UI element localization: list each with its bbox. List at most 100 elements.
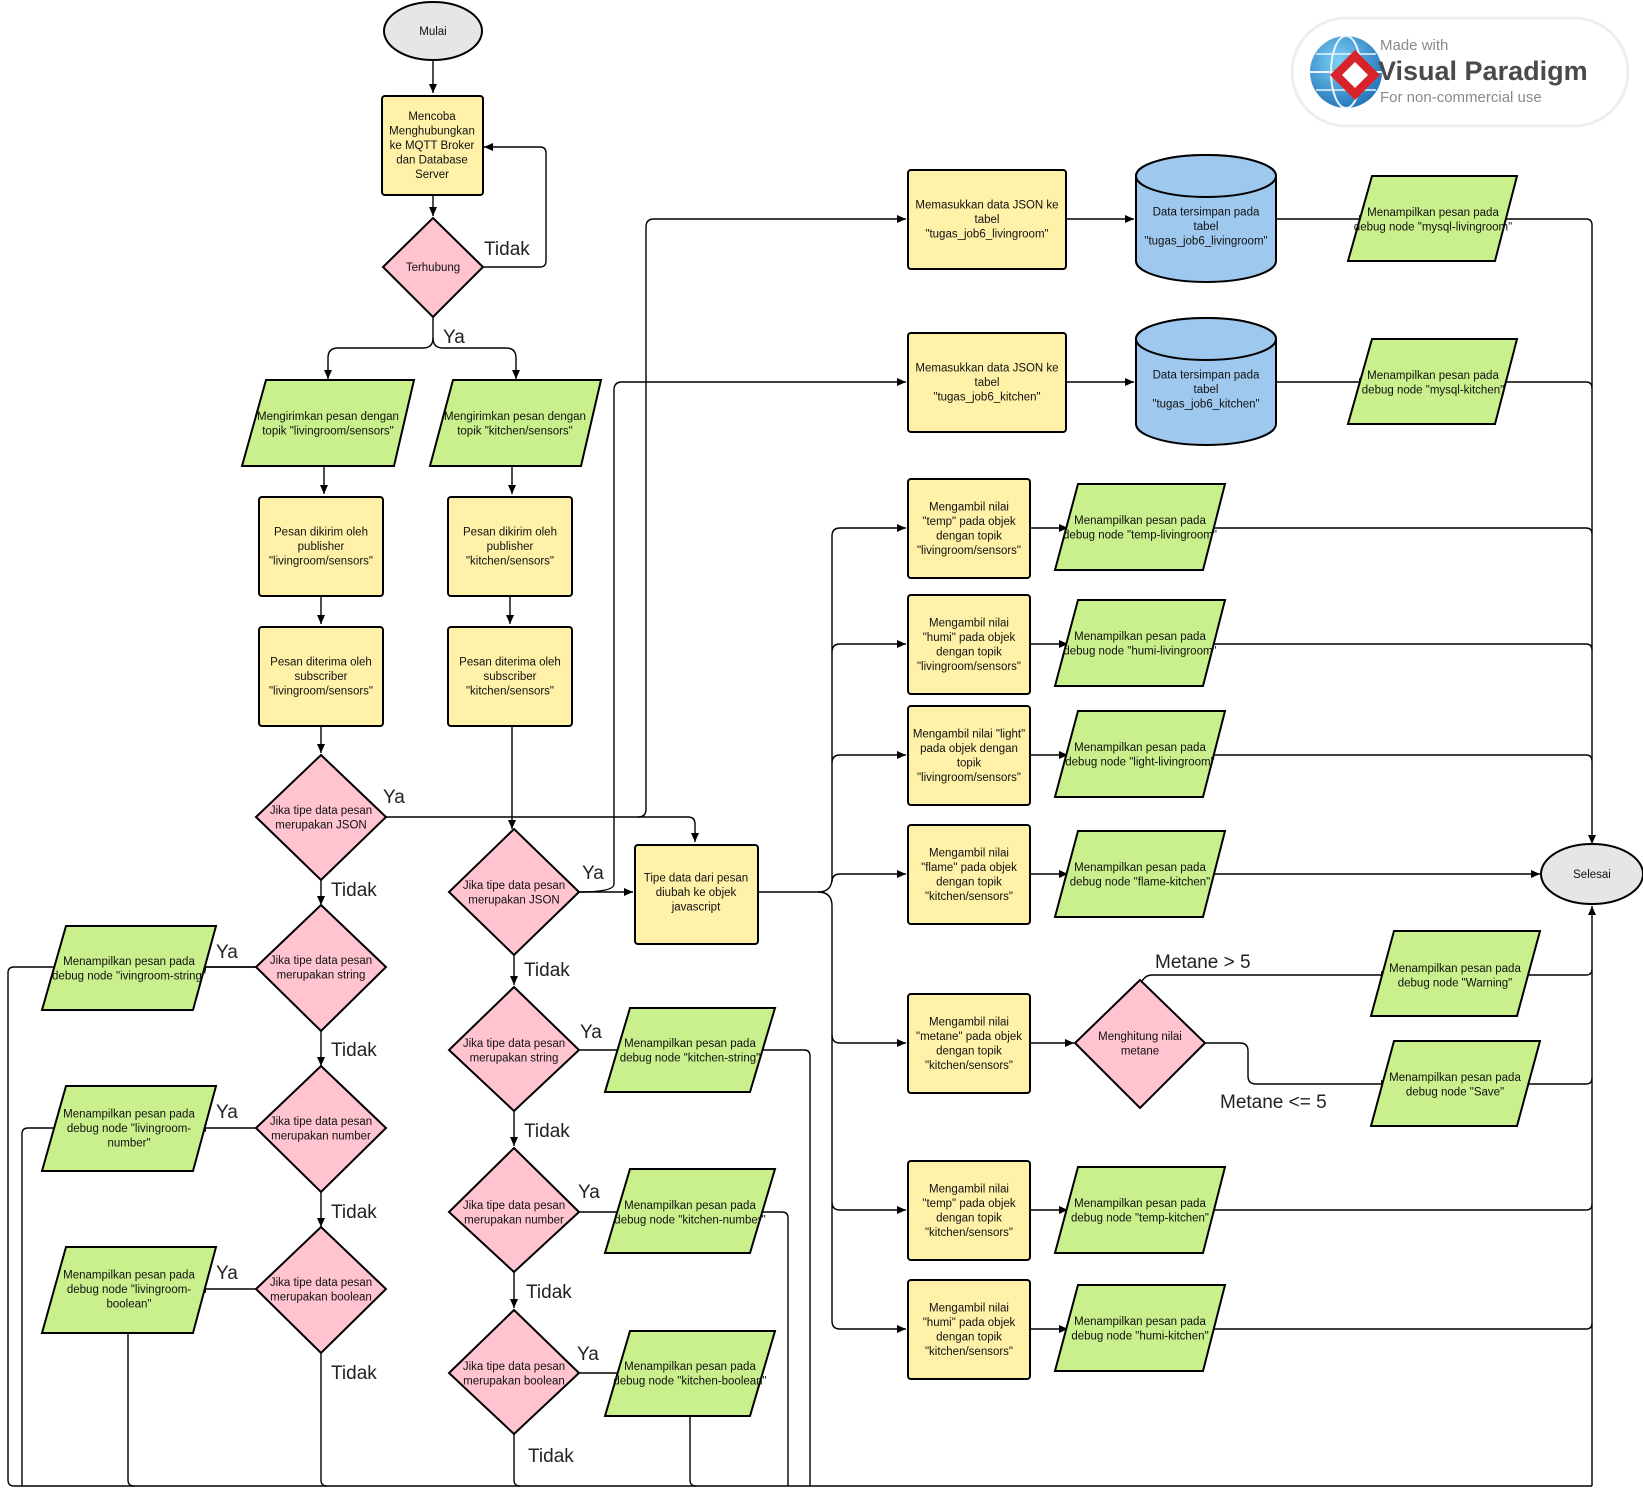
node-text-get-flame-k: dengan topik (936, 876, 1002, 888)
label-ya-k-string: Ya (580, 1022, 602, 1043)
node-text-get-humi-lr: "humi" pada objek (923, 632, 1016, 644)
out-light-livingroom-io (1053, 710, 1227, 798)
node-text-out-mysql-lr: debug node "mysql-livingroom" (1354, 221, 1512, 233)
node-text-out-k-boolean: debug node "kitchen-boolean" (613, 1375, 766, 1387)
edge-json-k-insert (578, 378, 906, 893)
node-text-lr-boolean: merupakan boolean (270, 1291, 372, 1303)
node-text-db-k: Data tersimpan pada (1153, 370, 1260, 382)
livingroom-string-decision (254, 903, 388, 1033)
watermark-line3: For non-commercial use (1380, 89, 1542, 106)
out-livingroom-number-io (40, 1085, 218, 1172)
node-text-connect: ke MQTT Broker (390, 140, 475, 152)
edge-convert-humi-lr (831, 640, 906, 653)
node-text-pub-lr: Pesan dikirim oleh (274, 527, 368, 539)
node-text-sub-k: "kitchen/sensors" (466, 686, 554, 698)
edge-return-k-number (740, 1211, 789, 1486)
watermark-line2: Visual Paradigm (1378, 56, 1588, 86)
node-text-out-k-number: Menampilkan pesan pada (624, 1200, 756, 1212)
node-text-insert-k: Memasukkan data JSON ke (915, 363, 1058, 375)
node-text-out-k-number: debug node "kitchen-number" (614, 1214, 765, 1226)
node-text-connect: Menghubungkan (389, 126, 475, 138)
get-flame-kitchen-process (907, 824, 1031, 925)
node-text-lr-number: Jika tipe data pesan (270, 1116, 372, 1128)
watermark-line1: Made with (1380, 37, 1448, 54)
node-text-calc-metane: Menghitung nilai (1098, 1031, 1182, 1043)
nodes (40, 1, 1643, 1436)
node-text-out-warning: debug node "Warning" (1398, 977, 1513, 989)
publisher-kitchen-process (447, 496, 573, 597)
node-text-sub-lr: "livingroom/sensors" (269, 686, 373, 698)
node-text-get-light-lr: "livingroom/sensors" (917, 772, 1021, 784)
node-text-connect: Mencoba (408, 111, 456, 123)
out-temp-kitchen-io (1053, 1166, 1227, 1254)
node-text-k-string: Jika tipe data pesan (463, 1038, 565, 1050)
label-tidak-lr-number: Tidak (331, 1202, 377, 1223)
node-text-out-temp-lr: debug node "temp-livingroom" (1063, 529, 1217, 541)
node-text-k-json: Jika tipe data pesan (463, 880, 565, 892)
out-warning-io (1369, 930, 1542, 1017)
subscriber-livingroom-process (258, 626, 384, 727)
node-text-out-k-string: debug node "kitchen-string" (620, 1052, 761, 1064)
node-text-out-light-lr: Menampilkan pesan pada (1074, 742, 1206, 754)
out-humi-livingroom-io (1053, 599, 1227, 687)
edges (7, 60, 1596, 1487)
node-text-out-lr-boolean: boolean" (106, 1299, 151, 1311)
node-text-pub-lr: "livingroom/sensors" (269, 556, 373, 568)
node-text-lr-json: merupakan JSON (275, 819, 366, 831)
edge-ya-livingroom (324, 317, 434, 379)
send-livingroom-io (240, 379, 416, 467)
node-text-out-lr-number: debug node "livingroom- (67, 1123, 191, 1135)
edge-convert-light-lr (831, 751, 906, 764)
db-livingroom-cylinder (1134, 154, 1278, 283)
node-text-get-temp-k: dengan topik (936, 1212, 1002, 1224)
label-metane-le: Metane <= 5 (1220, 1092, 1327, 1113)
node-text-pub-lr: publisher (298, 541, 345, 553)
edge-collect-temp-lr (1180, 527, 1593, 535)
node-text-connect: Server (415, 169, 449, 181)
node-text-k-number: merupakan number (464, 1214, 564, 1226)
node-text-get-metane-k: Mengambil nilai (929, 1016, 1009, 1028)
livingroom-json-decision (254, 753, 388, 882)
label-ya-lr-number: Ya (216, 1102, 238, 1123)
label-ya-connect: Ya (443, 327, 465, 348)
node-text-get-metane-k: "kitchen/sensors" (925, 1060, 1013, 1072)
node-text-k-string: merupakan string (470, 1052, 559, 1064)
node-text-sub-lr: subscriber (294, 671, 347, 683)
node-text-send-lr: Mengirimkan pesan dengan (257, 411, 399, 423)
edge-collect-temp-k (1180, 1203, 1593, 1211)
node-text-get-humi-k: "humi" pada objek (923, 1317, 1016, 1329)
node-text-convert: javascript (671, 902, 721, 914)
insert-livingroom-process (907, 169, 1067, 270)
edge-convert-temp-k (831, 1035, 906, 1214)
node-text-insert-k: "tugas_job6_kitchen" (933, 392, 1040, 404)
insert-kitchen-process (907, 332, 1067, 433)
label-tidak-k-number: Tidak (526, 1282, 572, 1303)
node-text-get-light-lr: pada objek dengan (920, 743, 1018, 755)
node-text-get-temp-lr: Mengambil nilai (929, 501, 1009, 513)
node-text-get-flame-k: "flame" pada objek (921, 862, 1017, 874)
node-text-out-lr-string: Menampilkan pesan pada (63, 956, 195, 968)
start-terminal (383, 1, 483, 61)
node-text-get-metane-k: dengan topik (936, 1045, 1002, 1057)
end-terminal (1540, 843, 1643, 905)
edge-collect-light-lr (1180, 754, 1593, 762)
label-ya-lr-json: Ya (383, 787, 405, 808)
node-text-lr-string: merupakan string (277, 969, 366, 981)
label-tidak-lr-json: Tidak (331, 880, 377, 901)
node-text-out-lr-string: debug node "ivingroom-string" (52, 970, 206, 982)
node-text-send-lr: topik "livingroom/sensors" (262, 425, 394, 437)
node-text-out-temp-k: debug node "temp-kitchen" (1071, 1212, 1209, 1224)
node-text-out-light-lr: debug node "light-livingroom" (1065, 756, 1214, 768)
node-text-pub-k: "kitchen/sensors" (466, 556, 554, 568)
node-text-calc-metane: metane (1121, 1045, 1159, 1057)
edge-collect-humi-lr (1180, 643, 1593, 651)
label-ya-lr-boolean: Ya (216, 1263, 238, 1284)
node-text-out-humi-lr: debug node "humi-livingroom" (1063, 645, 1216, 657)
node-text-get-light-lr: topik (957, 757, 982, 769)
node-text-get-temp-k: Mengambil nilai (929, 1183, 1009, 1195)
node-text-out-humi-k: Menampilkan pesan pada (1074, 1316, 1206, 1328)
node-text-out-lr-boolean: debug node "livingroom- (67, 1284, 191, 1296)
metane-decision (1073, 978, 1207, 1110)
node-text-get-metane-k: "metane" pada objek (916, 1031, 1022, 1043)
